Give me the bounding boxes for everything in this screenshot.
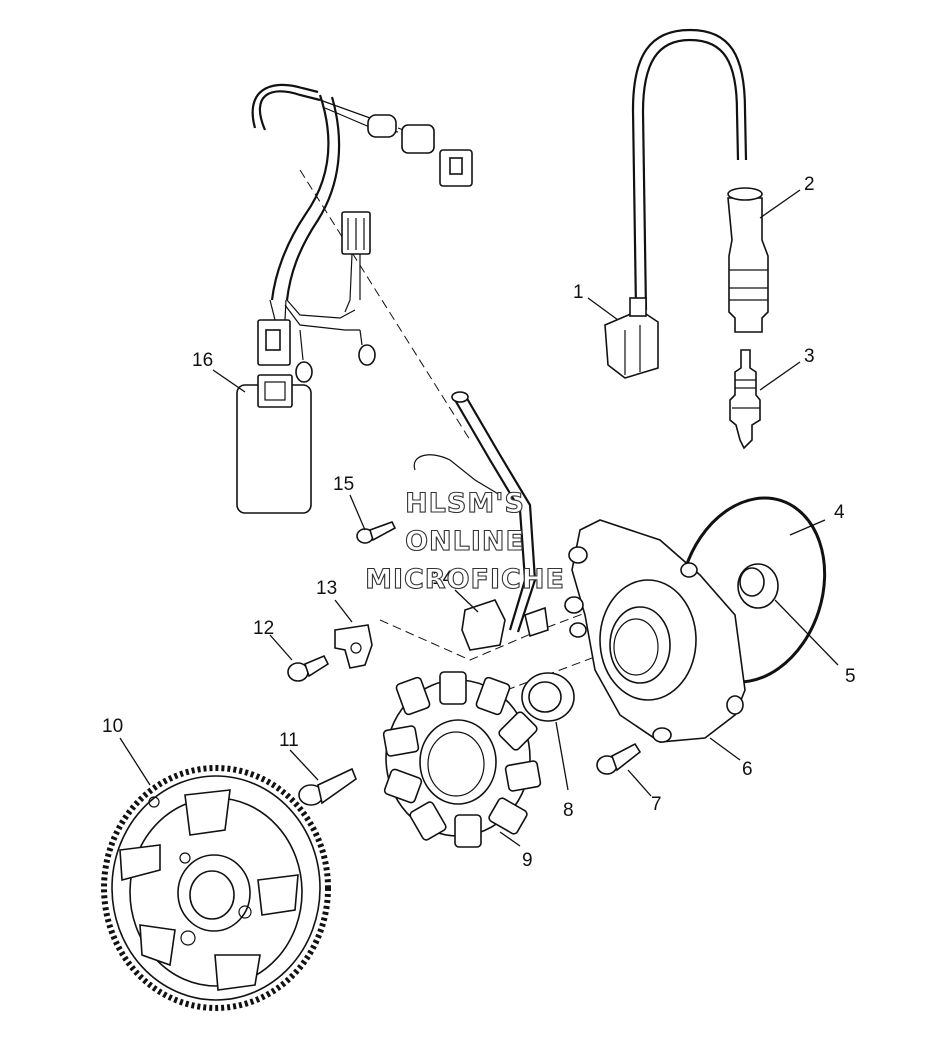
watermark-line-2: ONLINE: [405, 526, 525, 557]
callout-4: 4: [834, 502, 845, 523]
callout-3: 3: [804, 346, 815, 367]
stator: [382, 671, 542, 848]
bracket-13: [334, 624, 373, 669]
callout-9: 9: [522, 850, 533, 871]
watermark: HLSM'S ONLINE MICROFICHE: [365, 487, 565, 595]
stator-housing: [564, 519, 746, 743]
callout-10: 10: [102, 716, 123, 737]
bearing-8: [521, 672, 575, 722]
callout-15: 15: [333, 474, 354, 495]
callout-14: 14: [432, 568, 454, 589]
spark-plug: [729, 349, 761, 450]
pickup-coil: [413, 391, 549, 651]
spark-plug-cap: [727, 187, 769, 333]
callout-1: 1: [573, 282, 584, 303]
callout-13: 13: [316, 578, 337, 599]
callout-5: 5: [845, 666, 856, 687]
leader-lines: [119, 189, 839, 847]
callout-12: 12: [253, 618, 274, 639]
cdi-box: [236, 374, 312, 514]
bolt-11: [298, 767, 357, 806]
oil-seal-5: [737, 563, 779, 609]
callout-11: 11: [279, 730, 299, 751]
ignition-coil: [604, 28, 748, 379]
bolt-7: [596, 742, 642, 775]
callout-6: 6: [742, 759, 753, 780]
watermark-line-3: MICROFICHE: [365, 564, 565, 595]
watermark-line-1: HLSM'S: [405, 488, 525, 519]
callout-7: 7: [651, 794, 662, 815]
callout-8: 8: [563, 800, 574, 821]
callout-2: 2: [804, 174, 815, 195]
flywheel: [101, 765, 331, 1011]
bolt-12: [287, 654, 330, 682]
wiring-harness: [251, 83, 473, 383]
callout-labels: 1 2 3 4 5 6 7 8 9 10 11 12 13 14 15 16: [102, 174, 856, 871]
screw-15: [356, 521, 397, 544]
callout-16: 16: [192, 350, 213, 371]
